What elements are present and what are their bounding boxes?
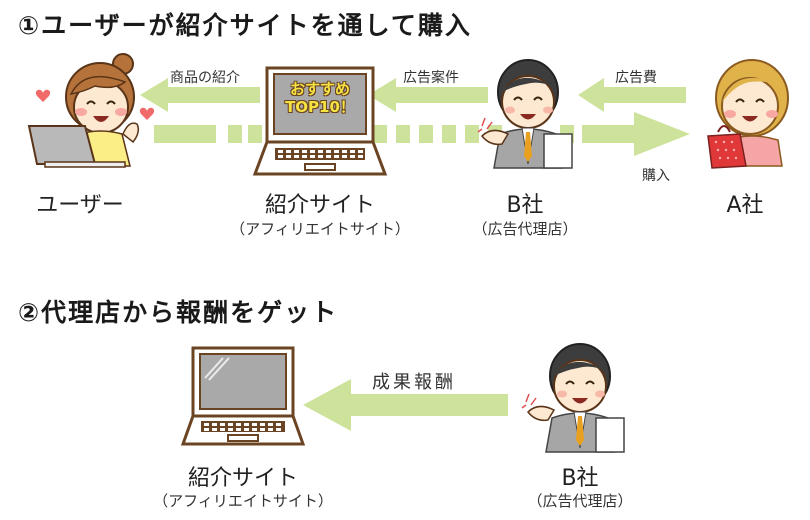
arrow-label-purchase: 購入 [642,168,670,184]
user-label: ユーザー [36,193,124,218]
screen-text: おすすめ TOP10！ [274,80,366,116]
section2-title: ②代理店から報酬をゲット [18,298,339,327]
arrow-agency-to-site-reward [303,379,508,431]
arrow-site-to-user [140,78,260,112]
agency-label-2: B社 [561,466,599,491]
arrow-advertiser-to-agency [578,78,686,112]
arrow-label-ad-cost: 広告費 [615,70,657,86]
agency-sublabel: （広告代理店） [472,220,578,238]
affiliate-site-sublabel-2: （アフィリエイトサイト） [153,492,333,510]
heart-icon [139,107,155,120]
agency-man-illustration [477,59,573,169]
affiliate-site-label-2: 紹介サイト [187,466,298,491]
affiliate-site-laptop-2 [180,346,306,446]
advertiser-label: A社 [726,193,764,218]
section1-title: ①ユーザーが紹介サイトを通して購入 [18,11,472,40]
screen-line-recommend: おすすめ [289,80,350,98]
advertiser-woman-illustration [707,59,789,169]
affiliate-site-label: 紹介サイト [264,193,375,218]
arrow-user-to-advertiser [154,112,690,156]
user-illustration [27,53,155,168]
arrow-agency-to-site [368,78,488,112]
screen-line-top10: TOP10！ [285,98,355,116]
affiliate-site-laptop [252,66,388,176]
heart-icon [35,89,51,102]
arrow-label-ad-project: 広告案件 [403,70,459,86]
arrow-label-performance-reward: 成果報酬 [372,372,456,393]
affiliate-site-sublabel: （アフィリエイトサイト） [230,220,410,238]
shopping-bag-icon [707,133,747,169]
agency-sublabel-2: （広告代理店） [527,492,633,510]
agency-man-illustration-2 [521,343,625,453]
agency-label: B社 [506,193,544,218]
arrow-label-product-intro: 商品の紹介 [170,70,240,86]
